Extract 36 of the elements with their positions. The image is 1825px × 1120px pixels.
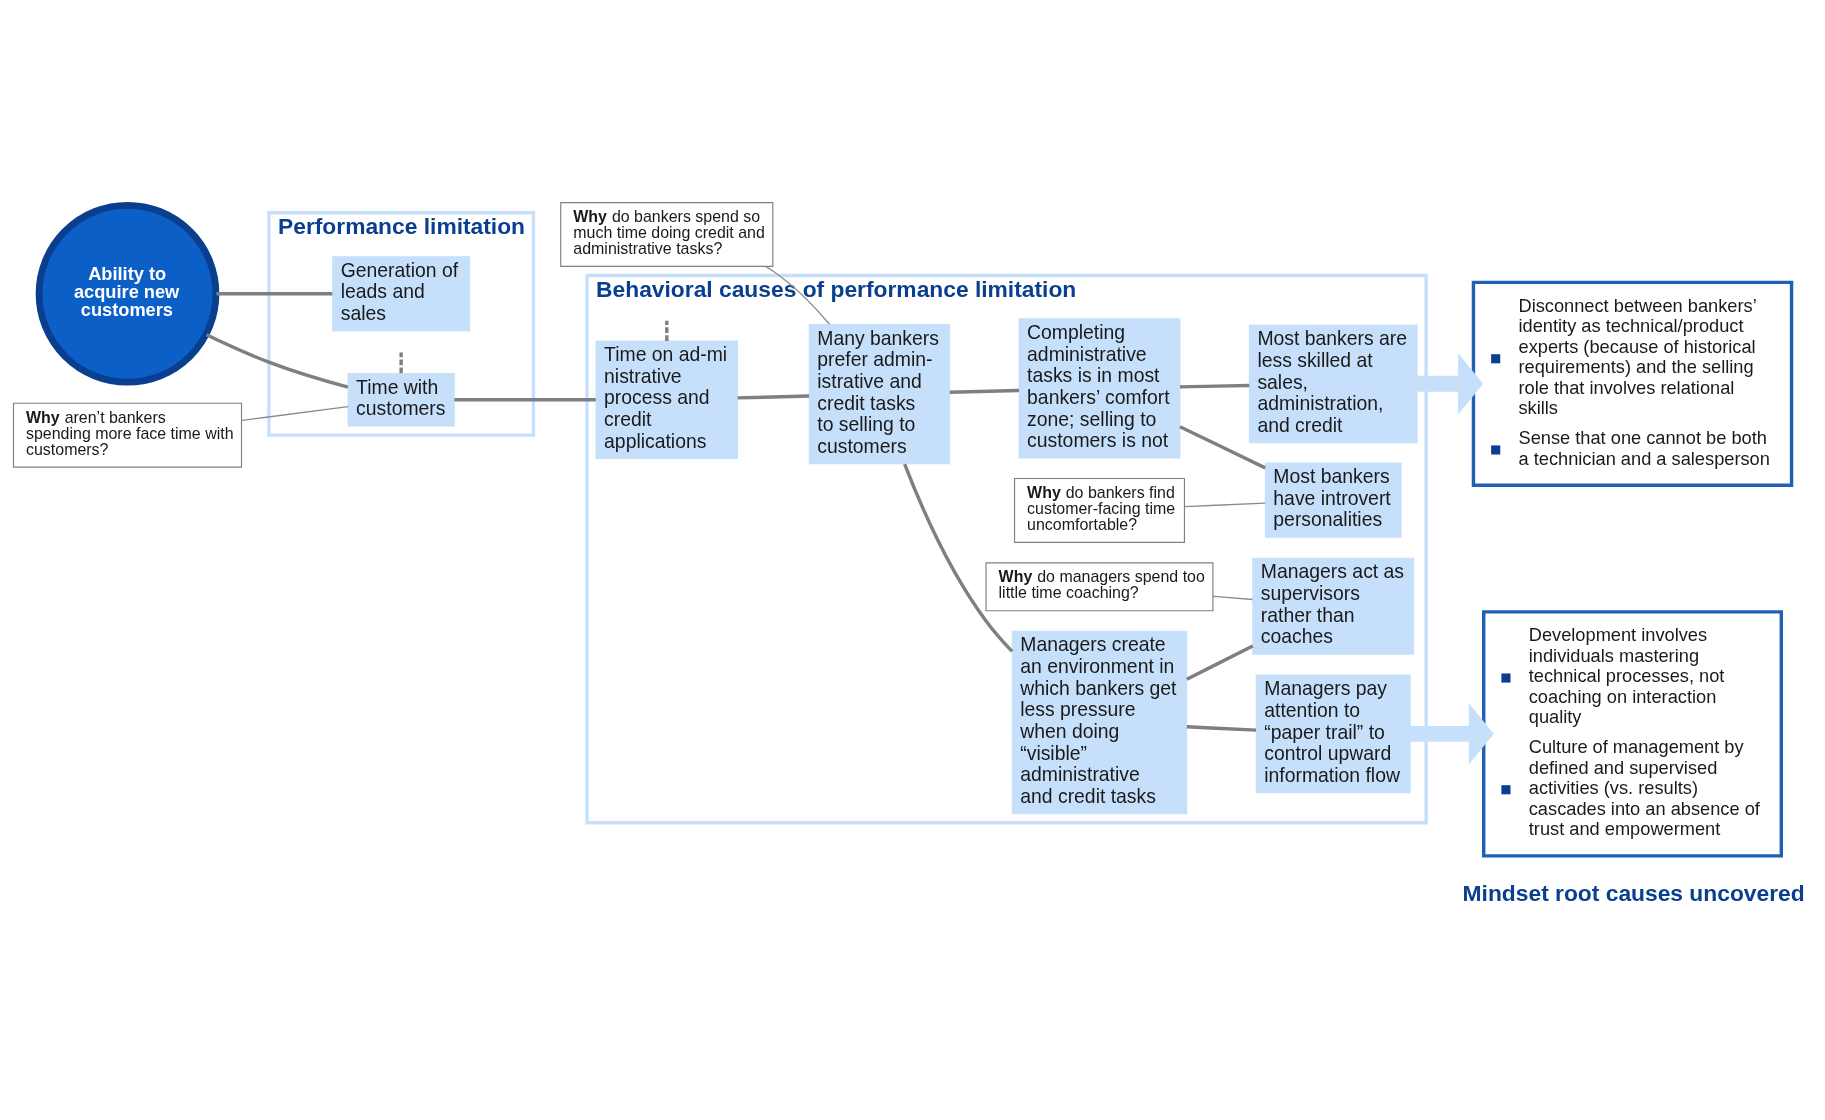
connector [1186, 725, 1257, 732]
connector [1179, 425, 1266, 470]
node-box: Time on ad-ministrative process and credit applications [595, 340, 739, 460]
connector [241, 405, 349, 422]
label: Mindset root causes uncovered [1462, 880, 1805, 907]
connector [665, 320, 669, 341]
connector [205, 333, 349, 389]
connector [399, 352, 403, 374]
connector [765, 265, 831, 325]
node-box: Most bankers are less skilled at sales, administration, and credit [1248, 324, 1418, 444]
node-box: Managers create an environment in which bankers get less pressure when doing “visible” administrative and credit tasks [1011, 630, 1188, 815]
connector [1183, 502, 1266, 508]
arrow [1417, 353, 1484, 415]
node-box: Managers pay attention to “paper trail” to control upward information flow [1255, 674, 1411, 794]
node-box: Many bankers prefer admin-istrative and credit tasks to selling to customers [808, 324, 951, 465]
node-box: Why aren’t bankers spending more face time with customers? [12, 402, 243, 468]
connector [903, 463, 1014, 653]
node-box: Time with customers [347, 373, 455, 427]
connector [216, 292, 333, 296]
node-box: Development involves individuals mastering technical processes, not coaching on interaction quality Culture of management by defined and supervised activities (vs. results) cascades into an absence of trust and empowerment [1482, 610, 1783, 858]
node-box: Why do managers spend too little time coaching? [985, 562, 1214, 612]
connector [1212, 595, 1254, 601]
node-circle: Ability to acquire new customers [35, 201, 220, 386]
connector [1186, 644, 1254, 681]
connector [737, 394, 810, 400]
arrow [1410, 703, 1494, 765]
node-box: Disconnect between bankers’ identity as technical/product experts (because of historical requirements) and the selling role that involves relational skills Sense that one cannot be both a technician and a salesperson [1471, 280, 1794, 488]
node-box: Most bankers have introvert personalities [1264, 462, 1402, 538]
connector [1179, 383, 1250, 389]
node-box: Generation of leads and sales [332, 256, 471, 332]
node-box: Why do bankers spend so much time doing credit and administrative tasks? [560, 202, 774, 267]
connector [949, 388, 1020, 394]
connector [454, 398, 596, 402]
node-box: Completing administrative tasks is in most bankers’ comfort zone; selling to customers is not [1018, 318, 1181, 459]
node-box: Why do bankers find customer-facing time uncomfortable? [1013, 477, 1185, 543]
node-box: Managers act as supervisors rather than coaches [1252, 557, 1415, 655]
